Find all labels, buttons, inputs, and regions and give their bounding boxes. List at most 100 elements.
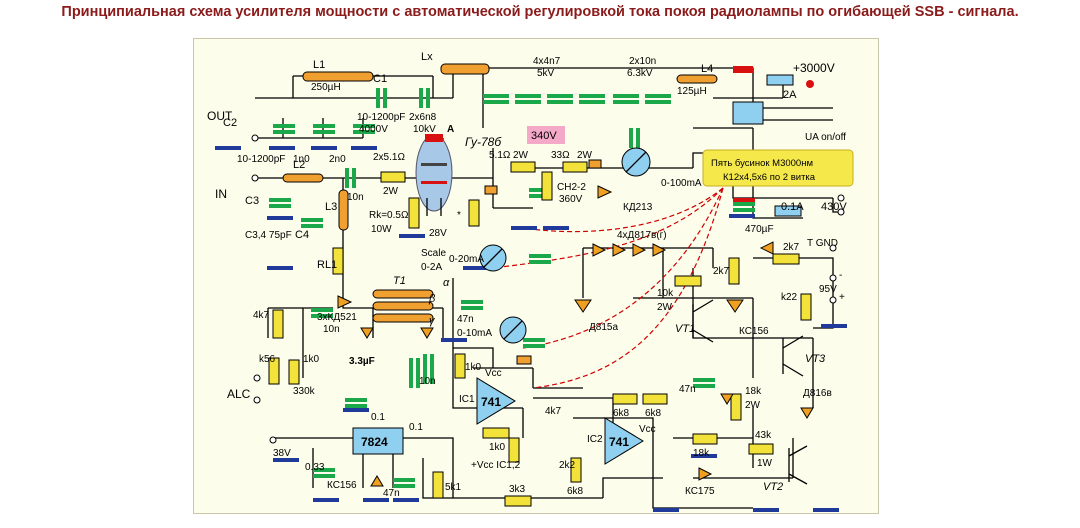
label-c47n-b: 47n <box>679 384 696 395</box>
label-plus: + <box>839 292 845 303</box>
label-c10n-c: 10n <box>419 376 436 387</box>
label-r3k3: 3k3 <box>509 484 526 495</box>
label-c1: C1 <box>373 73 387 85</box>
resistors <box>268 161 812 507</box>
opamps <box>476 377 644 465</box>
label-k22: k22 <box>781 292 798 303</box>
label-l1: L1 <box>313 59 325 71</box>
label-reg: 7824 <box>361 435 388 449</box>
label-w10: 10W <box>371 224 392 235</box>
relay-block <box>732 66 833 217</box>
label-vt1: VT1 <box>675 323 695 335</box>
label-c4: C4 <box>295 229 309 241</box>
label-beta: β <box>428 293 436 305</box>
label-star: * <box>457 210 461 221</box>
label-c-10kv: 10kV <box>413 124 436 135</box>
label-out: OUT <box>207 109 233 123</box>
label-340v: 340V <box>531 130 557 142</box>
label-vcc1: Vcc <box>485 368 502 379</box>
label-r4k7a: 4k7 <box>253 310 270 321</box>
label-c33u: 3.3µF <box>349 356 375 367</box>
inductors <box>282 63 718 365</box>
label-c033: 0.33 <box>305 462 325 473</box>
label-op2: 741 <box>609 435 629 449</box>
label-ic2: IC2 <box>587 434 603 445</box>
label-t1: T1 <box>393 275 406 287</box>
label-c10n-a: 10n <box>347 192 364 203</box>
label-r5k1: 5k1 <box>445 482 462 493</box>
label-d815: Д815а <box>589 322 618 333</box>
label-w2e: 2W <box>745 400 761 411</box>
label-ma10: 0-10mA <box>457 328 492 339</box>
label-c47n-a: 47n <box>457 314 474 325</box>
label-rk: Rk=0.5Ω <box>369 210 409 221</box>
page-title: Принципиальная схема усилителя мощности … <box>61 4 1019 20</box>
label-ua-onoff: UA on/off <box>805 132 846 143</box>
label-ch22: CH2-2 <box>557 182 586 193</box>
label-r2k2: 2k2 <box>559 460 576 471</box>
label-ic1: IC1 <box>459 394 475 405</box>
label-r33: 33Ω <box>551 150 570 161</box>
label-vt3: VT3 <box>805 353 826 365</box>
label-r10k: 10k <box>657 288 674 299</box>
label-vt2: VT2 <box>763 481 783 493</box>
label-fuse-2a: 2A <box>783 89 797 101</box>
label-rk56: k56 <box>259 354 276 365</box>
label-c-63kv: 6.3kV <box>627 68 653 79</box>
label-28v: 28V <box>429 228 447 239</box>
meters <box>479 147 651 344</box>
label-c-2x6n8: 2x6n8 <box>409 112 437 123</box>
label-95v: 95V <box>819 284 837 295</box>
label-beads-2: К12х4,5х6 по 2 витка <box>723 172 816 183</box>
label-d816: Д816в <box>803 388 832 399</box>
label-beads-1: Пять бусинок М3000нм <box>711 158 813 169</box>
label-r1k0c: 1k0 <box>489 442 506 453</box>
label-w1: 1W <box>757 458 773 469</box>
label-360v: 360V <box>559 194 583 205</box>
label-c3: C3 <box>245 195 259 207</box>
label-anode: A <box>447 124 454 135</box>
label-lx: Lx <box>421 51 433 63</box>
label-r43k: 43k <box>755 430 772 441</box>
label-kc156a: КС156 <box>739 326 769 337</box>
label-vcc2: Vcc <box>639 424 656 435</box>
label-c1-v: 4000V <box>359 124 388 135</box>
label-ma20: 0-20mA <box>449 254 484 265</box>
label-r2x51: 2x5.1Ω <box>373 152 405 163</box>
label-c10n-b: 10n <box>323 324 340 335</box>
terminals <box>251 134 845 444</box>
label-l2: L2 <box>293 159 305 171</box>
label-vic: +Vcc IC1,2 <box>471 460 521 471</box>
voltage-highlight-box <box>527 126 565 144</box>
label-kd521: 3xКД521 <box>317 312 357 323</box>
label-r1k0b: 1k0 <box>465 362 482 373</box>
label-kc175: КС175 <box>685 486 715 497</box>
label-r51: 5.1Ω <box>489 150 511 161</box>
schematic-diagram: OUT IN ALC L1 250µH C1 10-1200pF 4000V C… <box>207 51 854 512</box>
label-tube: Гу-78б <box>465 135 502 149</box>
label-r6k8b: 6k8 <box>645 408 662 419</box>
schematic-frame <box>193 38 879 514</box>
label-r2k7a: 2k7 <box>713 266 730 277</box>
label-l4: L4 <box>701 63 713 75</box>
label-gamma: γ <box>429 315 436 327</box>
transistors <box>692 299 808 485</box>
grounds <box>215 146 847 512</box>
label-scale2: 0-2A <box>421 262 442 273</box>
label-kd213: КД213 <box>623 202 653 213</box>
label-r18kb: 18k <box>693 448 710 459</box>
label-c47n-c: 47n <box>383 488 400 499</box>
label-c01a: 0.1 <box>371 412 385 423</box>
label-c2-val: 10-1200pF <box>237 154 285 165</box>
label-c-2n0: 2n0 <box>329 154 346 165</box>
label-scale: Scale <box>421 248 446 259</box>
label-tgnd: T GND <box>807 238 838 249</box>
label-r18k: 18k <box>745 386 762 397</box>
label-r6k8a: 6k8 <box>613 408 630 419</box>
diodes <box>337 185 814 487</box>
label-alpha: α <box>443 277 450 289</box>
label-l3: L3 <box>325 201 337 213</box>
label-c-4x4n7: 4x4n7 <box>533 56 561 67</box>
label-w2d: 2W <box>657 302 673 313</box>
tube-gu78b <box>415 134 453 216</box>
